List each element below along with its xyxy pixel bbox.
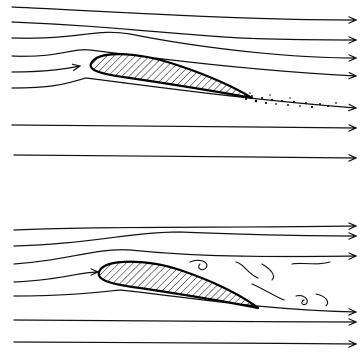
vortex (252, 284, 284, 300)
streamline (12, 22, 356, 40)
streamline (14, 155, 356, 158)
separated-flow-panel (14, 226, 356, 344)
airfoil (91, 54, 252, 98)
streamline (14, 226, 356, 230)
streamline (14, 250, 356, 264)
attached-flow-panel (12, 7, 356, 158)
vortex (292, 262, 330, 264)
streamline (12, 66, 80, 72)
vortex (262, 264, 274, 280)
streamline (14, 320, 356, 322)
airfoil (99, 262, 258, 308)
vortex (316, 294, 328, 306)
streamline (14, 272, 98, 282)
streamline (12, 7, 356, 20)
vortex (296, 296, 307, 305)
streamline (12, 32, 356, 58)
streamline (14, 342, 356, 344)
vortex (236, 262, 258, 278)
streamline (14, 232, 356, 246)
vortex (190, 260, 207, 269)
streamline (12, 125, 356, 128)
